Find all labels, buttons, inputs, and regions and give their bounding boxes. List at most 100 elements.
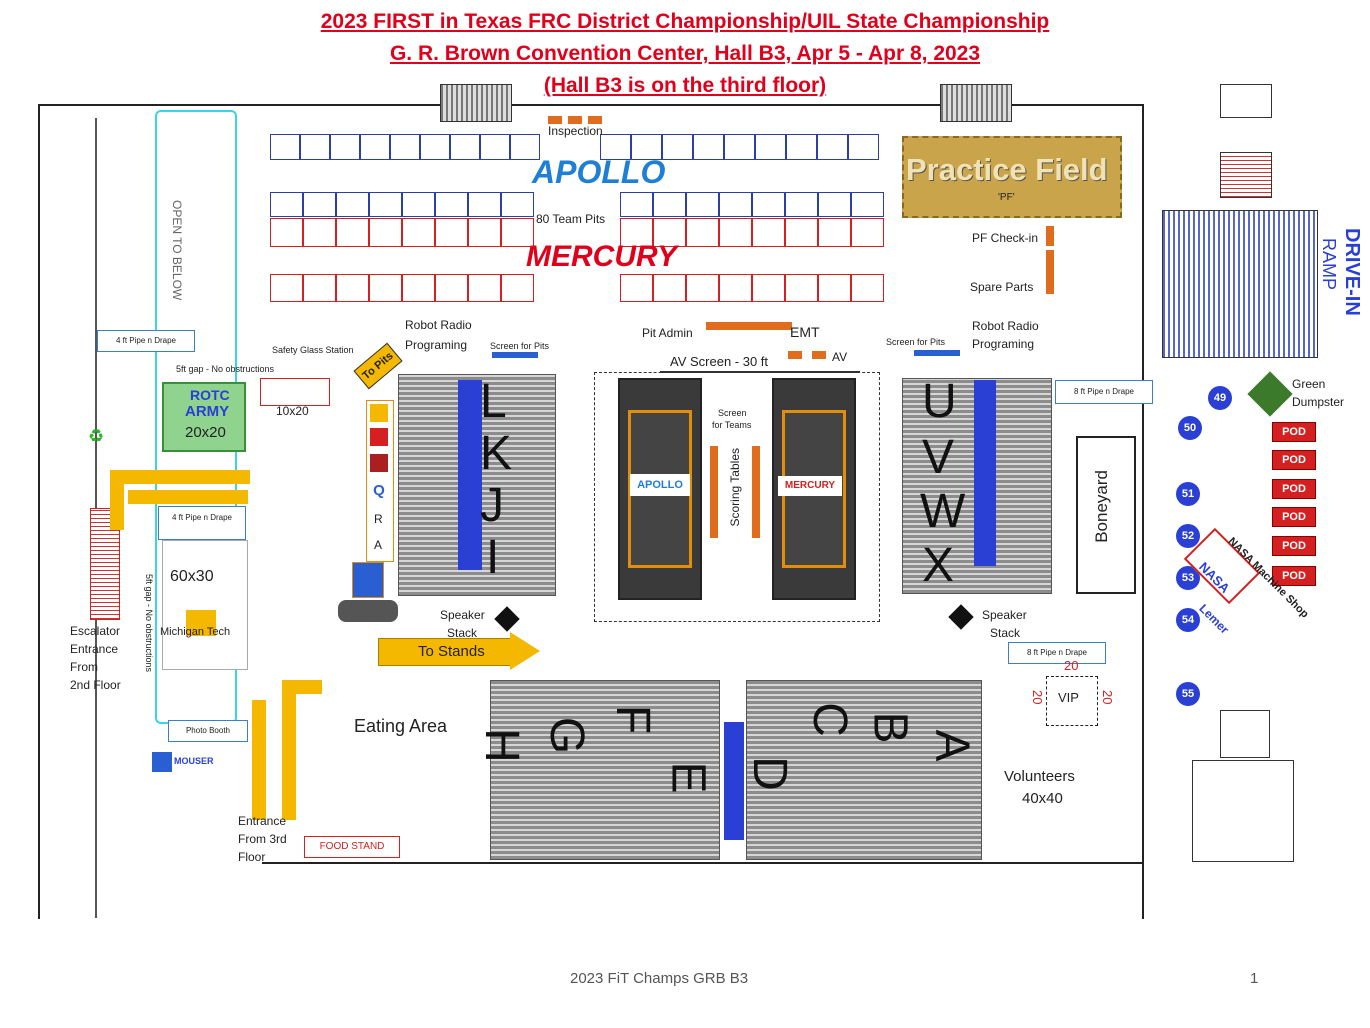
pod-6: POD — [1272, 566, 1316, 586]
section-g: G — [540, 716, 594, 755]
to-pits-label: To Pits — [360, 349, 396, 383]
footer-page-number: 1 — [1250, 970, 1259, 987]
drone-icon — [338, 600, 398, 622]
stairwell-ne — [1220, 84, 1272, 118]
pf-checkin-label: PF Check-in — [972, 231, 1039, 245]
programing-left-label: Programing — [405, 338, 468, 352]
south-wall — [262, 862, 1142, 864]
pits-row-2b — [620, 192, 884, 217]
pod-2: POD — [1272, 450, 1316, 470]
inspection-table-2 — [568, 116, 582, 124]
vip-dim-top: 20 — [1064, 658, 1079, 673]
inspection-label: Inspection — [548, 124, 603, 138]
to-stands-arrow — [378, 638, 512, 666]
av-screen-label: AV Screen - 30 ft — [670, 354, 769, 369]
lemer-label: Lemer — [1196, 601, 1232, 637]
pod-3: POD — [1272, 479, 1316, 499]
drive-in-label: DRIVE-IN — [1341, 228, 1363, 316]
vip-label: VIP — [1058, 690, 1079, 705]
mercury-label: MERCURY — [526, 240, 678, 273]
wheelchair-seating-east — [974, 380, 996, 566]
entrance3-from-label: From 3rd — [238, 832, 287, 846]
mercury-field-label: MERCURY — [778, 476, 842, 496]
av-table-2 — [812, 351, 826, 359]
screen-pits-left — [492, 352, 538, 358]
section-f: F — [606, 704, 660, 735]
screen-pits-right — [914, 350, 960, 356]
entrance-arrow-2-right — [282, 680, 322, 694]
ramp-label: RAMP — [1319, 238, 1339, 291]
volunteers-size: 40x40 — [1022, 790, 1063, 807]
building-se-block — [1192, 760, 1294, 862]
speaker-left-stack-label: Stack — [447, 626, 478, 640]
scoring-table-left — [710, 446, 718, 538]
inspection-table-3 — [588, 116, 602, 124]
entrance-arrow-1 — [252, 700, 266, 820]
robot-radio-right-label: Robot Radio — [972, 319, 1039, 333]
screen-for-teams-label: Screen — [718, 408, 747, 418]
pod-1: POD — [1272, 422, 1316, 442]
arrow-escalator-right-1 — [110, 470, 250, 484]
wheelchair-seating-south — [724, 722, 744, 840]
stairwell-se — [1220, 710, 1270, 758]
section-e: E — [661, 761, 715, 794]
speaker-right-stack-label: Stack — [990, 626, 1021, 640]
practice-field — [902, 136, 1122, 218]
door-54: 54 — [1176, 608, 1200, 632]
speaker-left-icon — [494, 606, 520, 632]
pf-label: 'PF' — [998, 192, 1015, 203]
escalator-label: Escalator — [70, 624, 121, 638]
door-50: 50 — [1178, 416, 1202, 440]
vip-dim-right: 20 — [1100, 690, 1115, 705]
programing-right-label: Programing — [972, 337, 1035, 351]
gap-label: 5ft gap - No obstructions — [176, 364, 275, 374]
door-49: 49 — [1208, 386, 1232, 410]
recycling-icon: ♻ — [88, 426, 105, 446]
michigan-tech-logo — [186, 610, 216, 636]
to-stands-label: To Stands — [418, 643, 485, 660]
title-line-2: G. R. Brown Convention Center, Hall B3, … — [389, 42, 981, 65]
escalator-entrance-label: Entrance — [70, 642, 119, 656]
boneyard — [1076, 436, 1136, 594]
mouser-logo — [152, 752, 172, 772]
pf-checkin-table — [1046, 226, 1054, 246]
av-table-1 — [788, 351, 802, 359]
pits-row-2 — [270, 192, 534, 217]
vip-area — [1046, 676, 1098, 726]
sponsor-booth-10x20 — [260, 378, 330, 406]
section-j: J — [480, 479, 504, 532]
escalator-from-label: From — [70, 660, 98, 674]
mouser-label: MOUSER — [174, 756, 214, 766]
speaker-left-label: Speaker — [440, 608, 485, 622]
section-h: H — [474, 728, 528, 763]
boneyard-label: Boneyard — [1092, 470, 1111, 543]
to-stands-arrow-head — [510, 632, 540, 670]
pipe-drape-label-2: 4 ft Pipe n Drape — [158, 506, 246, 540]
gap-label-vertical: 5ft gap - No obstructions — [144, 574, 154, 673]
pit-admin-label: Pit Admin — [642, 326, 693, 340]
stands-south-west — [490, 680, 720, 860]
section-l: L — [480, 375, 507, 428]
side-sponsor-column — [366, 400, 394, 562]
screen-pits-right-label: Screen for Pits — [886, 337, 946, 347]
title-line-1: 2023 FIRST in Texas FRC District Champio… — [320, 10, 1050, 33]
rotc-label: ROTC — [190, 387, 230, 403]
pipe-drape-label-4: 8 ft Pipe n Drape — [1008, 642, 1106, 664]
arrow-escalator-up — [110, 470, 124, 530]
emt-label: EMT — [790, 324, 820, 340]
michigan-tech-booth — [162, 540, 248, 670]
escalator-floor-label: 2nd Floor — [70, 678, 121, 692]
sponsor-logo-2 — [370, 428, 388, 446]
food-stand-label: FOOD STAND — [319, 841, 385, 852]
section-w: W — [920, 485, 966, 538]
mercury-pits-row-2 — [270, 274, 534, 302]
scoring-tables-label: Scoring Tables — [728, 448, 742, 527]
door-55: 55 — [1176, 682, 1200, 706]
eating-area-label: Eating Area — [354, 716, 448, 736]
pod-4: POD — [1272, 507, 1316, 527]
pipe-drape-label-3: 8 ft Pipe n Drape — [1055, 380, 1153, 404]
title-line-3: (Hall B3 is on the third floor) — [543, 74, 827, 97]
av-label: AV — [832, 350, 848, 364]
inspection-table-1 — [548, 116, 562, 124]
speaker-right-icon — [948, 604, 974, 630]
